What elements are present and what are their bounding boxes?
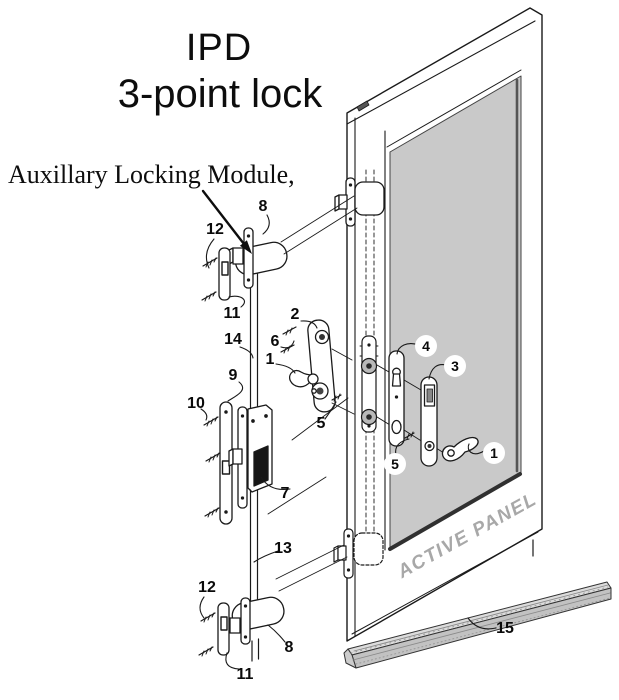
callout-11-bottom: 11	[236, 666, 254, 683]
callout-1-left: 1	[265, 351, 275, 368]
diagram-title-line1: IPD	[185, 27, 253, 69]
callout-10: 10	[187, 395, 205, 412]
callout-4: 4	[415, 335, 437, 357]
screws-12-bottom	[198, 612, 216, 657]
screws-10	[203, 416, 221, 518]
callout-9: 9	[228, 367, 238, 384]
callout-5-right: 5	[384, 453, 406, 475]
auxiliary-module-label: Auxillary Locking Module,	[8, 160, 295, 189]
setscrew-5-left	[331, 393, 342, 402]
callout-5-mid: 5	[316, 415, 326, 432]
screws-6	[280, 326, 297, 354]
callout-6: 6	[270, 333, 280, 350]
module-pointer-arrow	[201, 189, 252, 254]
aux-module-bottom	[198, 596, 285, 662]
callout-leaders	[199, 214, 497, 670]
installed-bottom-latch	[333, 528, 384, 579]
callout-1-right: 1	[483, 442, 505, 464]
assembly-guide-lines	[267, 195, 358, 592]
callout-8-top: 8	[258, 198, 268, 215]
stile-cylinder-plate	[360, 335, 378, 433]
callout-15: 15	[496, 620, 514, 637]
callout-8-bottom: 8	[284, 639, 294, 656]
screws-12-top	[201, 257, 218, 302]
setscrew-5-right	[404, 431, 415, 440]
interior-trim-group	[280, 319, 355, 415]
exterior-trim-group	[376, 350, 479, 467]
mortise-lock-group	[203, 401, 273, 609]
callout-13: 13	[274, 540, 292, 557]
diagram-title-line2: 3-point lock	[117, 72, 323, 116]
rod-13	[249, 489, 259, 609]
callout-3: 3	[444, 355, 466, 377]
aux-module-top	[201, 227, 288, 421]
callout-12-bottom: 12	[198, 579, 216, 596]
header-keeper	[356, 100, 370, 112]
lock-body-window	[253, 445, 269, 487]
callout-14: 14	[224, 331, 242, 348]
callout-11-top: 11	[223, 305, 241, 322]
callout-12-top: 12	[206, 221, 224, 238]
callout-2: 2	[290, 306, 300, 323]
callout-7: 7	[280, 485, 290, 502]
door-glass	[389, 75, 522, 551]
